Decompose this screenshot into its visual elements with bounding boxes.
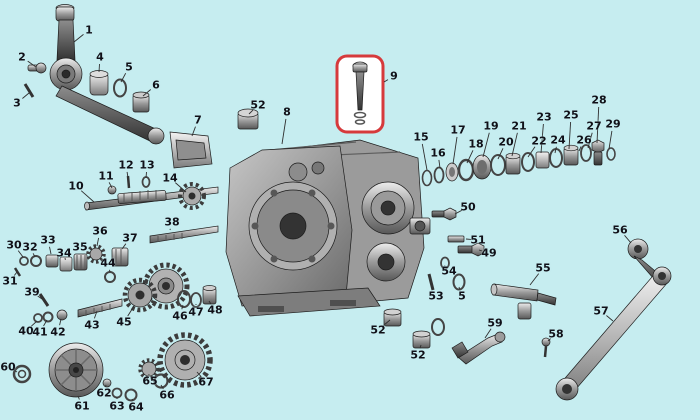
gear-67 (157, 332, 213, 388)
washer-64 (124, 388, 138, 402)
stud-51 (447, 235, 465, 243)
ring-5b (452, 273, 466, 291)
washer-47 (190, 292, 202, 308)
gear-large (142, 262, 190, 310)
bolt-58 (541, 337, 551, 358)
washer-54 (440, 256, 450, 270)
highlighted-part-9[interactable] (335, 54, 385, 134)
gear-cluster (33, 262, 217, 323)
bushing-52-top (237, 108, 259, 130)
seal-and-bearing-row (421, 139, 616, 187)
gear-65 (138, 358, 160, 380)
input-shaft-assembly (84, 175, 219, 244)
side-fasteners (409, 207, 485, 291)
washer-13 (141, 176, 151, 188)
fork-link-59 (451, 331, 506, 365)
gear-45 (122, 277, 158, 313)
bolt-11 (107, 185, 117, 195)
pivot-bushings-52 (383, 308, 445, 349)
washer-63 (111, 387, 123, 399)
lever-55 (490, 283, 557, 320)
leader-lines (13, 34, 632, 401)
left-fasteners-row (13, 244, 129, 283)
crankcase (225, 139, 425, 317)
pin-39 (38, 293, 50, 307)
pin-12 (126, 175, 131, 189)
bolt-62 (102, 378, 112, 388)
crank-arm-assembly (23, 4, 213, 169)
ring-46 (177, 290, 191, 308)
shaft-38 (149, 225, 219, 244)
bolt-9-icon (352, 61, 368, 125)
shaft-43 (77, 298, 123, 318)
washer-60 (12, 364, 32, 384)
ring-5 (113, 78, 127, 98)
ring-44 (104, 271, 116, 283)
lever-57 (555, 266, 672, 401)
pin-3 (23, 83, 35, 98)
gear-14 (178, 182, 206, 210)
clutch-assembly (12, 332, 213, 402)
